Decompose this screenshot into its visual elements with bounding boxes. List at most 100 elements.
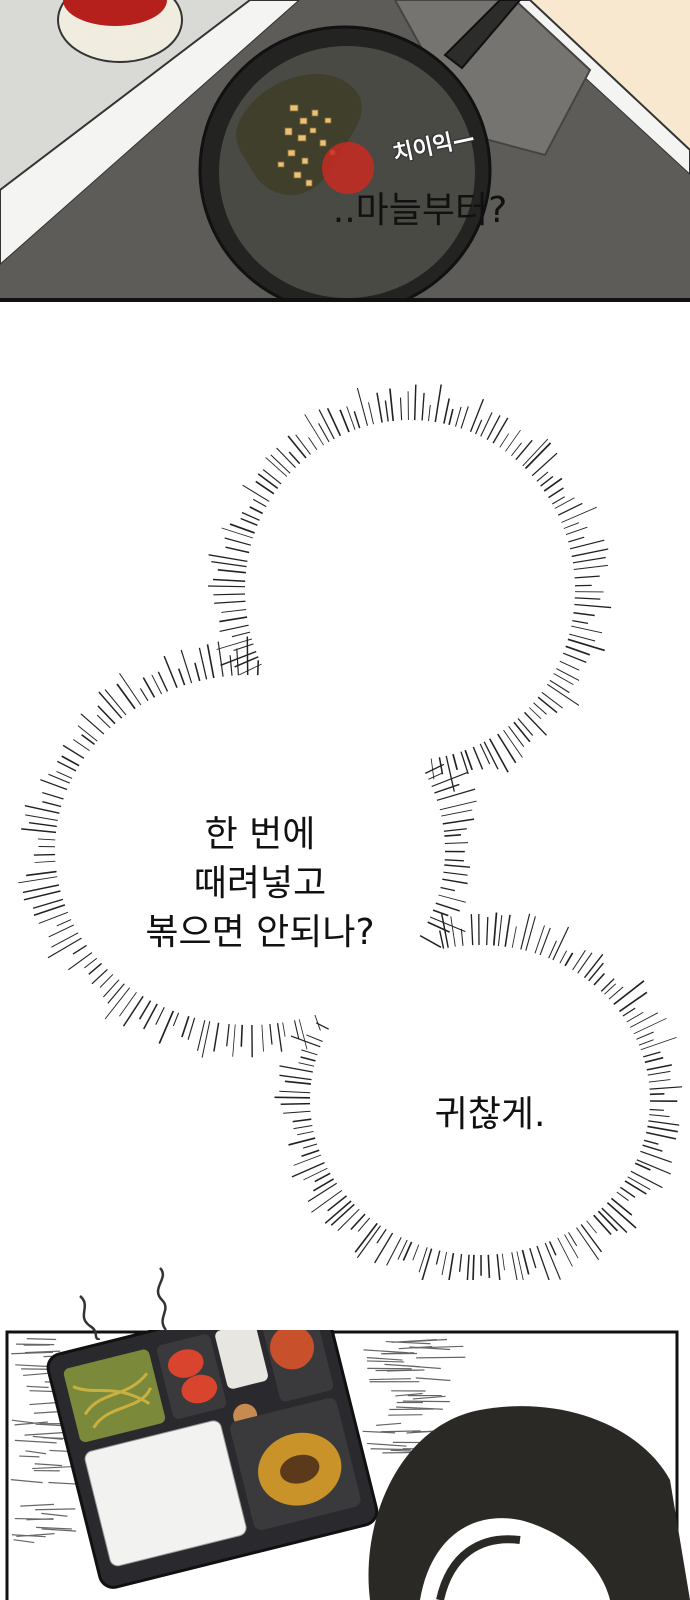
- burst-line: [61, 755, 80, 767]
- burst-line: [438, 930, 445, 949]
- burst-line: [548, 487, 564, 499]
- speed-line: [24, 1350, 61, 1354]
- burst-line: [376, 1228, 387, 1244]
- burst-line: [346, 406, 356, 430]
- thought-line: ..마늘부터?: [332, 190, 508, 231]
- burst-line: [629, 1012, 659, 1028]
- speed-line: [29, 1390, 54, 1393]
- thought-text-2: 한 번에 때려넣고 볶으면 안되나?: [110, 810, 410, 957]
- burst-line: [573, 611, 595, 617]
- burst-line: [402, 1241, 413, 1261]
- burst-line: [511, 926, 517, 948]
- burst-line: [435, 902, 460, 912]
- speed-line: [25, 1450, 47, 1455]
- burst-line: [613, 980, 645, 1006]
- sauce-drop: [322, 142, 374, 194]
- burst-line: [37, 838, 56, 841]
- panel-lunchbox: [0, 1330, 690, 1600]
- burst-line: [217, 568, 246, 574]
- speed-line: [26, 1385, 49, 1389]
- burst-line: [499, 433, 510, 448]
- burst-line: [565, 526, 588, 536]
- burst-line: [431, 771, 469, 788]
- burst-line: [432, 909, 449, 917]
- burst-line: [630, 1170, 663, 1189]
- burst-line: [214, 600, 246, 604]
- burst-line: [565, 645, 591, 656]
- burst-line: [279, 1090, 311, 1094]
- thought-bubble-bursts: [18, 384, 683, 1280]
- burst-line: [521, 1249, 530, 1275]
- burst-line: [501, 1253, 505, 1271]
- burst-line: [445, 755, 455, 792]
- burst-line: [288, 1137, 316, 1146]
- speed-line: [380, 1430, 421, 1433]
- burst-line: [91, 968, 108, 985]
- burst-line: [81, 734, 95, 746]
- burst-line: [303, 1167, 328, 1181]
- burst-line: [300, 1056, 316, 1062]
- burst-line: [280, 1102, 311, 1106]
- burst-line: [48, 773, 71, 784]
- burst-line: [428, 404, 431, 422]
- burst-line: [616, 1191, 629, 1202]
- burst-line: [536, 1245, 550, 1280]
- speed-line: [23, 1372, 51, 1377]
- burst-line: [547, 683, 580, 706]
- burst-line: [418, 1247, 428, 1273]
- burst-line: [460, 751, 469, 775]
- burst-line: [357, 1217, 371, 1232]
- burst-line: [56, 770, 73, 779]
- burst-line: [531, 452, 558, 477]
- burst-line: [561, 506, 597, 523]
- burst-line: [563, 522, 580, 529]
- burst-line: [533, 702, 547, 715]
- burst-line: [441, 809, 473, 817]
- speed-line: [36, 1526, 72, 1530]
- burst-line: [644, 1056, 664, 1064]
- burst-line: [627, 1176, 651, 1191]
- burst-line: [440, 886, 456, 892]
- speed-line: [20, 1503, 54, 1507]
- burst-line: [588, 962, 604, 982]
- burst-line: [232, 1024, 236, 1057]
- burst-line: [116, 683, 136, 710]
- burst-line: [314, 1172, 331, 1183]
- burst-line: [284, 1080, 311, 1085]
- burst-line: [649, 1114, 670, 1118]
- burst-line: [302, 1143, 318, 1149]
- burst-line: [231, 631, 251, 638]
- burst-line: [298, 1019, 308, 1050]
- burst-line: [537, 696, 558, 714]
- burst-line: [21, 828, 57, 834]
- burst-line: [389, 388, 395, 421]
- burst-line: [448, 408, 454, 425]
- speed-line: [408, 1338, 448, 1343]
- burst-line: [636, 1031, 654, 1040]
- burst-line: [288, 451, 301, 465]
- burst-line: [439, 800, 477, 811]
- burst-line: [536, 471, 549, 482]
- burst-line: [568, 1232, 578, 1247]
- burst-line: [32, 898, 64, 909]
- burst-line: [293, 1020, 300, 1039]
- frying-pan-illustration: [0, 0, 690, 302]
- burst-line: [217, 641, 224, 677]
- burst-line: [42, 801, 62, 808]
- burst-line: [529, 1248, 537, 1269]
- burst-line: [419, 934, 442, 948]
- burst-line: [464, 749, 473, 771]
- speed-line: [26, 1337, 57, 1341]
- burst-line: [636, 1159, 672, 1175]
- burst-line: [62, 744, 85, 759]
- burst-line: [307, 1182, 338, 1202]
- burst-line: [520, 913, 531, 950]
- burst-line: [315, 1022, 329, 1030]
- burst-line: [443, 871, 468, 876]
- burst-line: [460, 406, 469, 429]
- burst-line: [376, 392, 383, 423]
- burst-line: [640, 1150, 672, 1163]
- burst-line: [549, 679, 570, 694]
- burst-line: [221, 609, 247, 613]
- burst-line: [99, 974, 114, 988]
